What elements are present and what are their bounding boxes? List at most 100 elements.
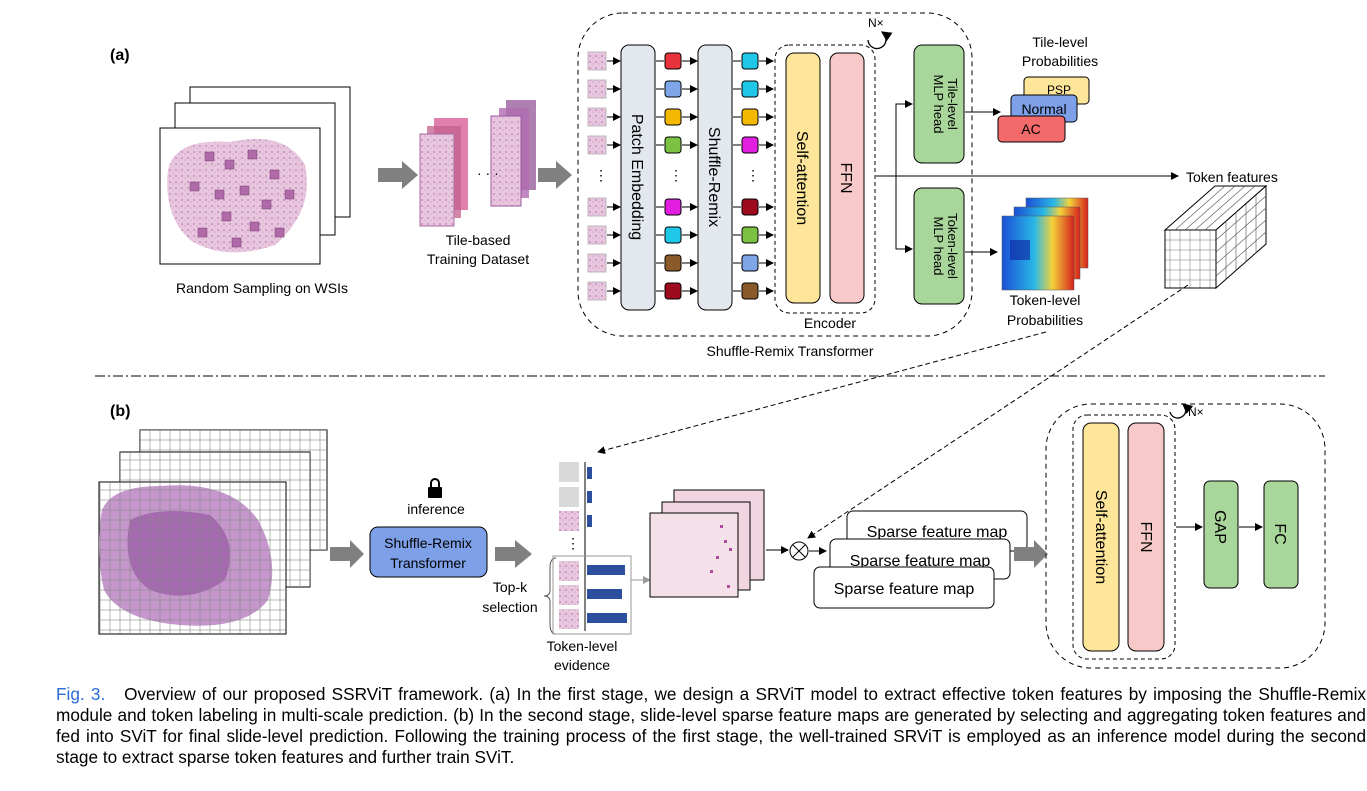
token-square bbox=[664, 254, 682, 272]
evidence-column: ⋮ bbox=[543, 462, 632, 635]
token-features-label: Token features bbox=[1186, 169, 1278, 185]
class-ac-box bbox=[997, 115, 1066, 143]
class-ac-label: AC bbox=[1021, 121, 1040, 137]
repeat-label: N× bbox=[868, 16, 884, 30]
sparse-map-box-3 bbox=[813, 566, 995, 609]
flow-arrow-5 bbox=[1014, 540, 1048, 568]
token-vdots-2: ⋮ bbox=[746, 167, 760, 183]
token-head-line2: MLP head bbox=[931, 216, 946, 275]
topk-line1: Top-k bbox=[493, 579, 528, 595]
srt-line2: Transformer bbox=[390, 555, 466, 571]
gap-label: GAP bbox=[1211, 510, 1228, 544]
evidence-line1: Token-level bbox=[547, 638, 618, 654]
panel-a-label: (a) bbox=[110, 47, 130, 64]
tile-probs-title-1: Tile-level bbox=[1032, 34, 1088, 50]
token-arrows-4 bbox=[759, 57, 774, 295]
svit-ffn-block bbox=[1127, 422, 1165, 652]
token-column-2 bbox=[741, 52, 759, 300]
token-square bbox=[741, 226, 759, 244]
token-vdots-1: ⋮ bbox=[669, 167, 683, 183]
token-features-cube bbox=[1163, 184, 1268, 290]
ffn-block bbox=[829, 52, 865, 304]
figure-caption: Fig. 3. Overview of our proposed SSRViT … bbox=[56, 684, 1366, 768]
shuffle-remix-label: Shuffle-Remix bbox=[705, 127, 722, 227]
patch-embedding-label: Patch Embedding bbox=[628, 114, 645, 240]
fc-label: FC bbox=[1271, 523, 1288, 544]
lock-icon bbox=[428, 478, 442, 498]
fc-block bbox=[1263, 480, 1299, 589]
tile-probs-title-2: Probabilities bbox=[1022, 53, 1098, 69]
svit-ffn-label: FFN bbox=[1137, 521, 1154, 552]
token-arrows-2 bbox=[682, 57, 698, 295]
encoder-to-token-head bbox=[895, 176, 913, 253]
sparse-map-label-2: Sparse feature map bbox=[850, 553, 991, 570]
flow-arrow-4 bbox=[495, 540, 532, 568]
transformer-caption: Shuffle-Remix Transformer bbox=[706, 343, 873, 359]
token-probs-title-1: Token-level bbox=[1010, 292, 1081, 308]
inference-label: inference bbox=[407, 501, 465, 517]
gap-block bbox=[1203, 480, 1239, 589]
svit-self-attention-block bbox=[1082, 422, 1120, 652]
token-square bbox=[741, 254, 759, 272]
figure-caption-text: Overview of our proposed SSRViT framewor… bbox=[56, 684, 1367, 767]
patch-embedding-block bbox=[620, 44, 656, 311]
sparse-map-label-3: Sparse feature map bbox=[834, 581, 975, 598]
token-head-line1: Token-level bbox=[945, 213, 960, 279]
patch-tokens bbox=[587, 51, 607, 301]
probs-to-evidence-arrow bbox=[597, 331, 1047, 455]
multiply-icon bbox=[789, 541, 809, 561]
token-square bbox=[741, 108, 759, 126]
patch-vdots: ⋮ bbox=[594, 167, 608, 183]
tile-mlp-head bbox=[913, 44, 965, 164]
svit-self-attention-label: Self-attention bbox=[1092, 490, 1109, 584]
token-square bbox=[664, 226, 682, 244]
token-square bbox=[664, 198, 682, 216]
svit-repeat-loop-icon bbox=[1169, 403, 1194, 419]
encoder-to-tile-head bbox=[876, 100, 913, 177]
dataset-caption-line2: Training Dataset bbox=[427, 251, 529, 267]
topk-line2: selection bbox=[482, 599, 537, 615]
srt-line1: Shuffle-Remix bbox=[384, 535, 472, 551]
token-column-1 bbox=[664, 52, 682, 300]
tile-head-line1: Tile-level bbox=[945, 78, 960, 130]
ffn-label: FFN bbox=[837, 162, 854, 193]
svit-repeat-label: N× bbox=[1188, 405, 1204, 419]
token-square bbox=[741, 198, 759, 216]
token-square bbox=[664, 282, 682, 300]
evidence-line2: evidence bbox=[554, 657, 610, 673]
token-square bbox=[741, 52, 759, 70]
panel-b-label: (b) bbox=[110, 403, 130, 420]
framework-figure: (a) Random Sampling on WSIs · · · Tile-b… bbox=[95, 12, 1326, 673]
transformer-container bbox=[577, 12, 973, 337]
token-arrows-3 bbox=[733, 60, 741, 292]
tile-dataset bbox=[419, 100, 536, 227]
wsi-stack bbox=[159, 86, 351, 265]
token-square bbox=[664, 80, 682, 98]
sparse-map-label-1: Sparse feature map bbox=[867, 524, 1008, 541]
self-attention-block bbox=[785, 52, 821, 304]
token-mlp-head bbox=[913, 187, 965, 305]
token-square bbox=[741, 282, 759, 300]
token-square bbox=[664, 108, 682, 126]
token-square bbox=[664, 136, 682, 154]
token-arrows-1 bbox=[656, 60, 664, 292]
class-normal-label: Normal bbox=[1021, 101, 1066, 117]
repeat-loop-icon bbox=[867, 31, 893, 50]
encoder-box bbox=[774, 44, 876, 314]
token-square bbox=[741, 80, 759, 98]
dataset-dots: · · · bbox=[477, 165, 499, 181]
patch-arrows bbox=[607, 57, 621, 295]
tile-head-line2: MLP head bbox=[931, 74, 946, 133]
shuffle-remix-block bbox=[697, 44, 733, 311]
token-square bbox=[664, 52, 682, 70]
dataset-caption-line1: Tile-based bbox=[446, 232, 511, 248]
encoder-label: Encoder bbox=[804, 315, 856, 331]
figure-caption-label: Fig. 3. bbox=[56, 684, 106, 704]
token-heatmaps bbox=[1001, 197, 1089, 291]
flow-arrow-3 bbox=[330, 540, 364, 568]
features-to-multiply-arrow bbox=[807, 284, 1189, 539]
wsi-caption: Random Sampling on WSIs bbox=[176, 280, 348, 296]
flow-arrow-2 bbox=[538, 161, 572, 189]
flow-arrow-1 bbox=[378, 161, 418, 189]
self-attention-label: Self-attention bbox=[793, 131, 810, 225]
